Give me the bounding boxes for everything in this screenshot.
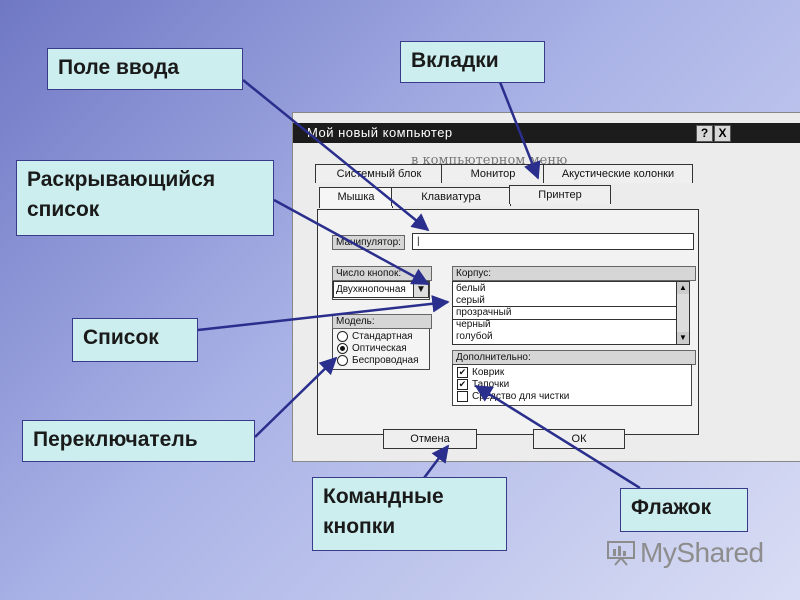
scroll-down-icon[interactable]: ▼ (677, 332, 689, 344)
callout-input-field: Поле ввода (47, 48, 243, 90)
buttons-count-label: Число кнопок: (332, 266, 432, 281)
checkbox-checked-icon[interactable]: ✔ (457, 379, 468, 390)
radio-option[interactable]: Беспроводная (337, 355, 419, 367)
tab-panel-mouse: Манипулятор: | Число кнопок: Двухкнопочн… (317, 209, 699, 435)
callout-dropdown: Раскрывающийся список (16, 160, 274, 236)
callout-checkbox: Флажок (620, 488, 748, 532)
radio-option[interactable]: Стандартная (337, 331, 413, 343)
callout-list: Список (72, 318, 198, 362)
arrow-command-buttons (423, 444, 450, 479)
checkbox-option[interactable]: ✔ Коврик (457, 367, 504, 379)
model-label: Модель: (332, 314, 432, 329)
title-bar: Мой новый компьютер ? X (293, 123, 800, 143)
presentation-icon (607, 541, 635, 566)
checkbox-checked-icon[interactable]: ✔ (457, 367, 468, 378)
arrow-tabs (498, 81, 541, 180)
radio-button[interactable] (337, 331, 348, 342)
close-button[interactable]: X (714, 125, 731, 142)
checkbox-label: Средство для чистки (472, 391, 570, 403)
callout-command-buttons: Командные кнопки (312, 477, 507, 551)
list-item[interactable]: черный (456, 319, 491, 330)
scroll-up-icon[interactable]: ▲ (677, 282, 689, 294)
ok-button[interactable]: ОК (533, 429, 625, 449)
radio-option[interactable]: Оптическая (337, 343, 407, 355)
buttons-count-group: Число кнопок: Двухкнопочная ▼ (332, 266, 432, 300)
tab-mouse[interactable]: Мышка (319, 187, 393, 208)
list-item[interactable]: прозрачный (452, 306, 690, 320)
radio-button[interactable] (337, 355, 348, 366)
checkbox-label: Коврик (472, 367, 505, 379)
buttons-count-dropdown[interactable]: Двухкнопочная (333, 281, 415, 298)
checkbox-label: Тапочки (472, 379, 510, 391)
arrow-dropdown (273, 198, 430, 286)
cancel-button[interactable]: Отмена (383, 429, 477, 449)
radio-label: Оптическая (352, 343, 407, 355)
help-button[interactable]: ? (696, 125, 713, 142)
tab-speakers[interactable]: Акустические колонки (543, 164, 693, 183)
list-item[interactable]: белый (456, 283, 486, 294)
radio-label: Беспроводная (352, 355, 419, 367)
callout-radio: Переключатель (22, 420, 255, 462)
radio-button[interactable] (337, 343, 348, 354)
window-title: Мой новый компьютер (307, 125, 453, 140)
list-item[interactable]: голубой (456, 331, 493, 342)
callout-tabs: Вкладки (400, 41, 545, 83)
arrow-list (197, 295, 450, 332)
arrow-input-field (242, 79, 430, 232)
arrow-radio (254, 356, 338, 438)
tab-monitor[interactable]: Монитор (441, 164, 545, 183)
manipulator-input[interactable]: | (412, 233, 694, 250)
list-item[interactable]: серый (456, 295, 485, 306)
tab-printer[interactable]: Принтер (509, 185, 611, 204)
checkbox-option[interactable]: ✔ Тапочки (457, 379, 509, 391)
case-scrollbar[interactable]: ▲ ▼ (676, 282, 689, 344)
tab-keyboard[interactable]: Клавиатура (391, 187, 511, 206)
tab-system-unit[interactable]: Системный блок (315, 164, 443, 183)
radio-label: Стандартная (352, 331, 413, 343)
arrow-checkbox (474, 384, 641, 490)
case-label: Корпус: (452, 266, 696, 281)
watermark-logo: MyShared (640, 537, 764, 568)
manipulator-label: Манипулятор: (332, 235, 405, 250)
checkbox-empty-icon[interactable] (457, 391, 468, 402)
checkbox-option[interactable]: Средство для чистки (457, 391, 569, 403)
dialog-window: Мой новый компьютер ? X в компьютерном м… (292, 112, 800, 462)
